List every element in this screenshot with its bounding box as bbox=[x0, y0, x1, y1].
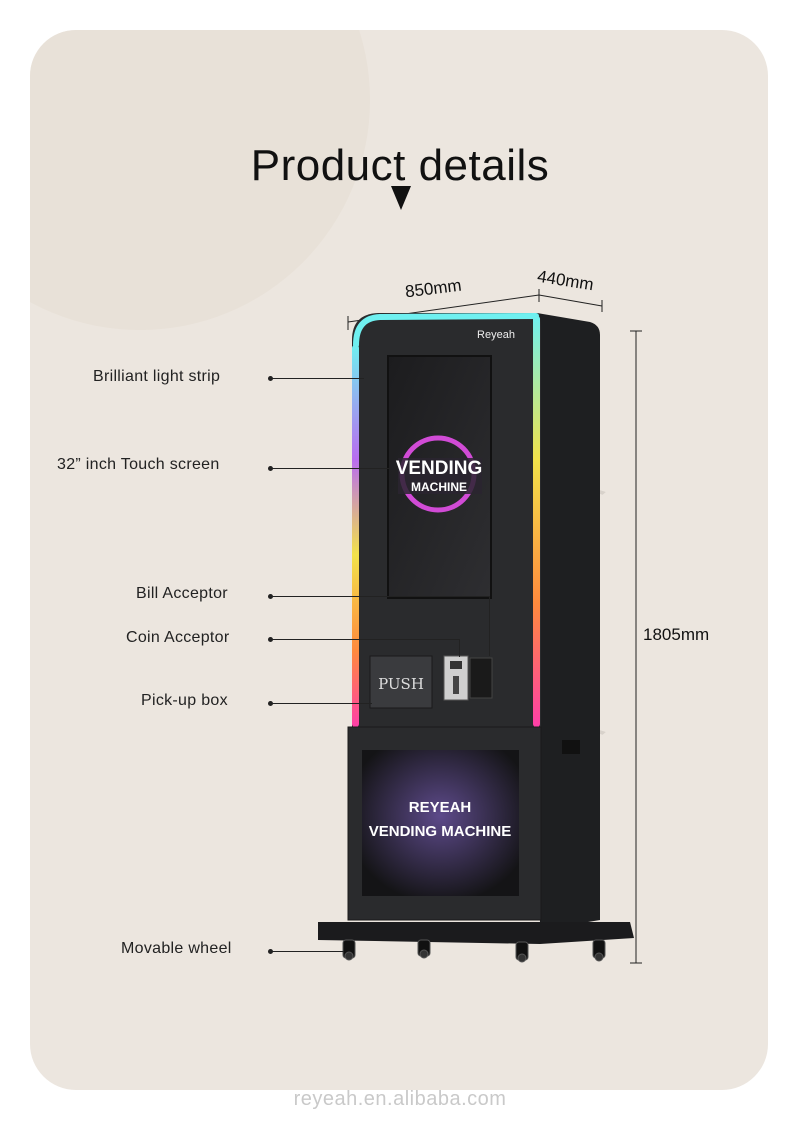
leader-dot bbox=[268, 949, 273, 954]
leader-line bbox=[489, 596, 490, 656]
height-dimension: 1805mm bbox=[643, 625, 710, 644]
brand-label: Reyeah bbox=[477, 329, 515, 341]
footer-url: reyeah.en.alibaba.com bbox=[293, 1088, 507, 1110]
callout-touch-screen: 32” inch Touch screen bbox=[57, 456, 220, 473]
leader-dot bbox=[268, 637, 273, 642]
callout-pickup-box: Pick-up box bbox=[141, 692, 228, 709]
leader-dot bbox=[268, 466, 273, 471]
screen-text-line1: VENDING bbox=[396, 458, 483, 479]
callout-light-strip: Brilliant light strip bbox=[93, 368, 221, 385]
leader-line bbox=[459, 639, 460, 657]
lower-panel-line2: VENDING MACHINE bbox=[369, 823, 512, 840]
leader-line bbox=[272, 596, 490, 597]
leader-line bbox=[272, 468, 390, 469]
lower-panel-line1: REYEAH bbox=[409, 799, 472, 816]
callout-movable-wheel: Movable wheel bbox=[121, 940, 232, 957]
page-title: Product details bbox=[250, 141, 550, 191]
callout-bill-acceptor: Bill Acceptor bbox=[136, 585, 228, 602]
push-label: PUSH bbox=[378, 675, 424, 693]
callout-coin-acceptor: Coin Acceptor bbox=[126, 629, 230, 646]
chevron-down-icon bbox=[391, 186, 411, 210]
leader-line bbox=[272, 639, 460, 640]
leader-dot bbox=[268, 376, 273, 381]
leader-line bbox=[272, 378, 364, 379]
screen-text-line2: MACHINE bbox=[411, 480, 467, 494]
leader-dot bbox=[268, 701, 273, 706]
leader-dot bbox=[268, 594, 273, 599]
leader-line bbox=[272, 951, 344, 952]
leader-line bbox=[272, 703, 372, 704]
